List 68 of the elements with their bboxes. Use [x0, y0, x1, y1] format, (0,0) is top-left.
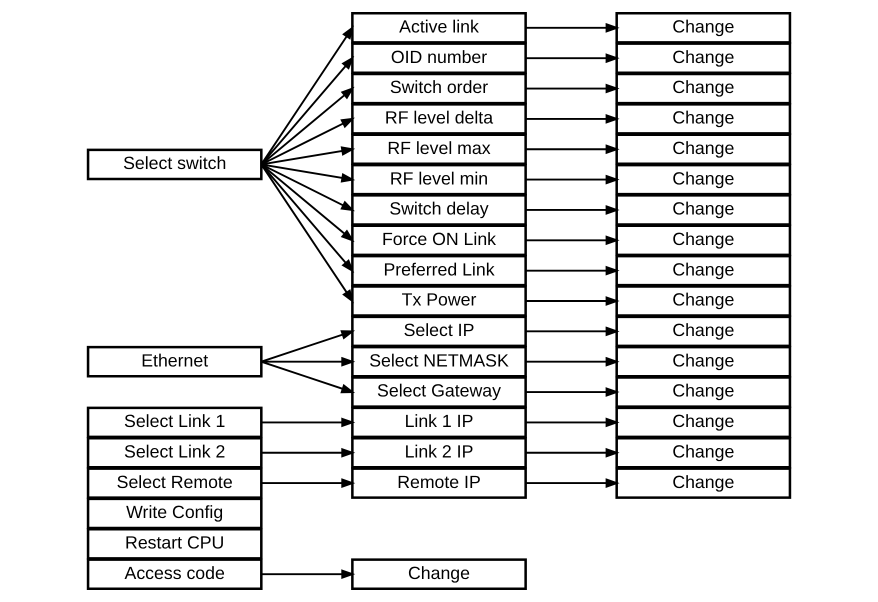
- arrow: [526, 22, 620, 33]
- arrow: [526, 144, 620, 154]
- node-box: Change: [615, 72, 792, 104]
- node-box: RF level max: [351, 133, 527, 166]
- arrow: [261, 418, 356, 428]
- arrow: [526, 53, 620, 64]
- node-box: Change: [615, 42, 792, 74]
- arrow: [526, 326, 620, 336]
- node-box: Preferred Link: [351, 254, 527, 286]
- arrow: [261, 330, 356, 363]
- node-box: Change: [615, 164, 792, 196]
- node-box: Select Remote: [86, 467, 263, 499]
- node-box: Change: [615, 316, 792, 348]
- arrow: [261, 478, 356, 488]
- node-box: Change: [615, 103, 792, 135]
- node-box: Change: [615, 436, 792, 469]
- node-box: Tx Power: [351, 285, 527, 317]
- arrow: [526, 296, 620, 306]
- node-box: Switch delay: [351, 194, 527, 226]
- arrow: [526, 84, 620, 94]
- arrow: [526, 266, 620, 276]
- node-box: Access code: [86, 558, 263, 590]
- node-box: Change: [615, 346, 792, 378]
- node-box: RF level delta: [351, 103, 527, 135]
- node-box: Change: [615, 194, 792, 226]
- node-box: Change: [615, 406, 792, 438]
- arrow: [261, 448, 356, 458]
- arrow: [526, 235, 620, 246]
- node-box: Select Link 1: [86, 406, 263, 438]
- arrow: [526, 387, 620, 397]
- arrow: [526, 418, 620, 428]
- node-box: Change: [615, 285, 792, 317]
- node-box: Change: [615, 224, 792, 256]
- node-box: RF level min: [351, 164, 527, 196]
- arrow: [526, 478, 620, 488]
- node-box: Change: [615, 254, 792, 286]
- node-box: Change: [615, 376, 792, 408]
- node-box: Change: [351, 558, 527, 590]
- node-box: Force ON Link: [351, 224, 527, 256]
- arrow: [261, 146, 356, 166]
- node-box: Select NETMASK: [351, 346, 527, 378]
- arrow: [261, 569, 356, 580]
- node-box: Change: [615, 133, 792, 166]
- node-box: Write Config: [86, 498, 263, 530]
- arrow: [260, 25, 354, 165]
- arrow: [526, 174, 620, 184]
- node-box: Change: [615, 12, 792, 44]
- node-box: Select IP: [351, 316, 527, 348]
- arrow: [526, 205, 620, 215]
- node-box: Change: [615, 467, 792, 499]
- node-box: Link 2 IP: [351, 436, 527, 469]
- node-box: OID number: [351, 42, 527, 74]
- arrow: [526, 114, 620, 124]
- arrow: [261, 163, 356, 183]
- arrow: [260, 164, 354, 304]
- node-box: Ethernet: [86, 346, 263, 378]
- node-box: Select switch: [86, 148, 263, 180]
- node-box: Select Link 2: [86, 436, 263, 469]
- node-box: Restart CPU: [86, 528, 263, 560]
- node-box: Select Gateway: [351, 376, 527, 408]
- arrow: [261, 360, 356, 394]
- node-box: Active link: [351, 12, 527, 44]
- arrow: [261, 356, 356, 367]
- arrow: [526, 448, 620, 458]
- node-box: Link 1 IP: [351, 406, 527, 438]
- node-box: Remote IP: [351, 467, 527, 499]
- node-box: Switch order: [351, 72, 527, 104]
- arrow: [526, 356, 620, 367]
